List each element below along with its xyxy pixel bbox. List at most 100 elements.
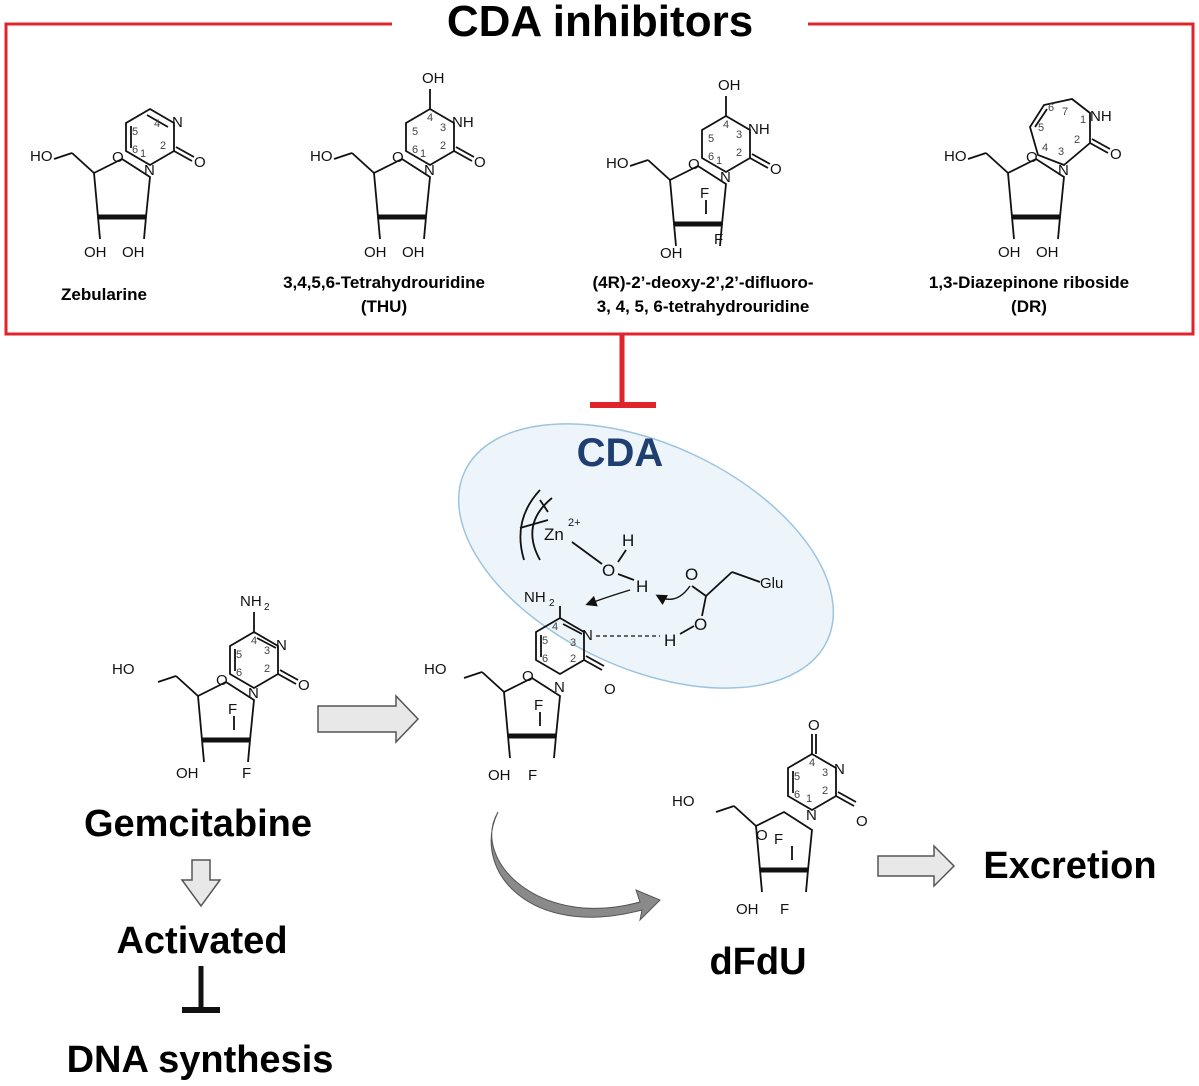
atom-f: F <box>774 831 783 848</box>
label-thu-line1: 3,4,5,6-Tetrahydrouridine <box>283 273 485 292</box>
ring-number: 4 <box>723 119 729 131</box>
atom-o: O <box>770 161 782 178</box>
ring-number: 3 <box>822 767 828 779</box>
atom-n: N <box>806 807 817 824</box>
atom-o: O <box>474 154 486 171</box>
ring-number: 4 <box>552 621 558 633</box>
ring-number: 5 <box>132 126 138 138</box>
glu-h: H <box>664 631 676 650</box>
water-h: H <box>622 531 634 550</box>
atom-oh: OH <box>998 244 1021 261</box>
ring-number: 4 <box>427 112 433 124</box>
label-dr-line1: 1,3-Diazepinone riboside <box>929 273 1129 292</box>
ring-number: 1 <box>140 148 146 160</box>
ring-number: 1 <box>420 148 426 160</box>
atom-n: N <box>554 679 565 696</box>
ring-number: 4 <box>251 635 257 647</box>
atom-o: O <box>688 156 700 173</box>
atom-o: O <box>604 681 616 698</box>
atom-o: O <box>522 668 534 685</box>
down-arrow-icon <box>180 859 222 908</box>
atom-oh: OH <box>422 70 445 87</box>
ring-number: 6 <box>542 653 548 665</box>
ring-number: 3 <box>570 637 576 649</box>
ring-number: 6 <box>412 144 418 156</box>
label-thu-line2: (THU) <box>361 297 407 316</box>
ring-number: 2 <box>160 140 166 152</box>
structure-gemcitabine: O N N NH 2 2 3 4 5 6 F F O HO OH <box>112 593 310 782</box>
atom-ho: HO <box>944 148 967 165</box>
water-o: O <box>602 561 615 580</box>
atom-oh: OH <box>122 244 145 261</box>
ring-number: 1 <box>806 793 812 805</box>
atom-ho: HO <box>30 148 53 165</box>
ring-number: 2 <box>264 663 270 675</box>
ring-number: 6 <box>236 667 242 679</box>
cda-enzyme: CDA Zn 2+ O H H O Glu O H <box>457 423 835 689</box>
atom-oh: OH <box>718 77 741 94</box>
ring-number: 5 <box>236 649 242 661</box>
atom-nh2: NH <box>524 589 546 606</box>
ring-number: 2 <box>440 140 446 152</box>
ring-number: 4 <box>1042 142 1048 154</box>
label-zebularine: Zebularine <box>61 285 147 304</box>
atom-n: N <box>144 162 155 179</box>
ring-number: 6 <box>708 151 714 163</box>
curved-arrow-icon <box>490 811 661 922</box>
label-dfdu: dFdU <box>709 941 806 983</box>
ring-number: 5 <box>1038 122 1044 134</box>
ring-number: 6 <box>794 789 800 801</box>
inhibition-icon <box>182 966 220 1013</box>
atom-o: O <box>756 827 768 844</box>
atom-n: N <box>834 761 845 778</box>
ring-number: 7 <box>1062 106 1068 118</box>
right-arrow-icon <box>317 694 420 744</box>
structure-bound-gemcitabine: O N N NH 2 2 3 4 5 6 F F O HO OH <box>424 589 616 784</box>
atom-f: F <box>700 185 709 202</box>
atom-n: N <box>720 169 731 186</box>
ring-number: 5 <box>412 126 418 138</box>
ring-number: 3 <box>1058 146 1064 158</box>
glu-o: O <box>685 565 698 584</box>
atom-o: O <box>856 813 868 830</box>
atom-o: O <box>1110 146 1122 163</box>
ring-number: 2 <box>822 785 828 797</box>
label-excretion: Excretion <box>983 845 1156 887</box>
atom-nh: NH <box>748 121 770 138</box>
atom-oh: OH <box>488 767 511 784</box>
atom-nh2-subscript: 2 <box>549 598 555 609</box>
ring-number: 5 <box>794 771 800 783</box>
right-arrow-icon <box>877 844 956 888</box>
atom-n: N <box>424 162 435 179</box>
atom-nh2-subscript: 2 <box>264 602 270 613</box>
atom-o: O <box>392 149 404 166</box>
label-dna-synthesis: DNA synthesis <box>67 1039 334 1081</box>
label-gemcitabine: Gemcitabine <box>84 803 312 845</box>
ring-number: 4 <box>154 118 160 130</box>
structure-difluoro-thu: O N NH OH 1 2 3 4 5 6 F F O HO OH <box>606 77 782 262</box>
atom-ho: HO <box>606 155 629 172</box>
structure-diazepinone-riboside: O N NH 3 2 1 7 6 5 4 O HO OH OH <box>944 98 1122 261</box>
ring-number: 6 <box>132 144 138 156</box>
atom-f: F <box>228 701 237 718</box>
atom-ho: HO <box>424 661 447 678</box>
ring-number: 6 <box>1048 102 1054 114</box>
atom-oh: OH <box>364 244 387 261</box>
structure-thu: O N NH OH 1 2 3 4 5 6 O HO OH OH <box>310 70 486 261</box>
atom-o: O <box>808 717 820 734</box>
ring-number: 4 <box>809 757 815 769</box>
inhibition-connector <box>590 334 656 408</box>
atom-f: F <box>242 765 251 782</box>
ring-number: 2 <box>570 653 576 665</box>
label-dr-line2: (DR) <box>1011 297 1047 316</box>
enzyme-pocket <box>457 423 835 689</box>
atom-nh: NH <box>452 114 474 131</box>
atom-oh: OH <box>84 244 107 261</box>
inhibitors-title: CDA inhibitors <box>447 0 753 46</box>
label-activated: Activated <box>116 920 287 962</box>
atom-ho: HO <box>310 148 333 165</box>
atom-o: O <box>1026 149 1038 166</box>
atom-ho: HO <box>112 661 135 678</box>
atom-f: F <box>780 901 789 918</box>
